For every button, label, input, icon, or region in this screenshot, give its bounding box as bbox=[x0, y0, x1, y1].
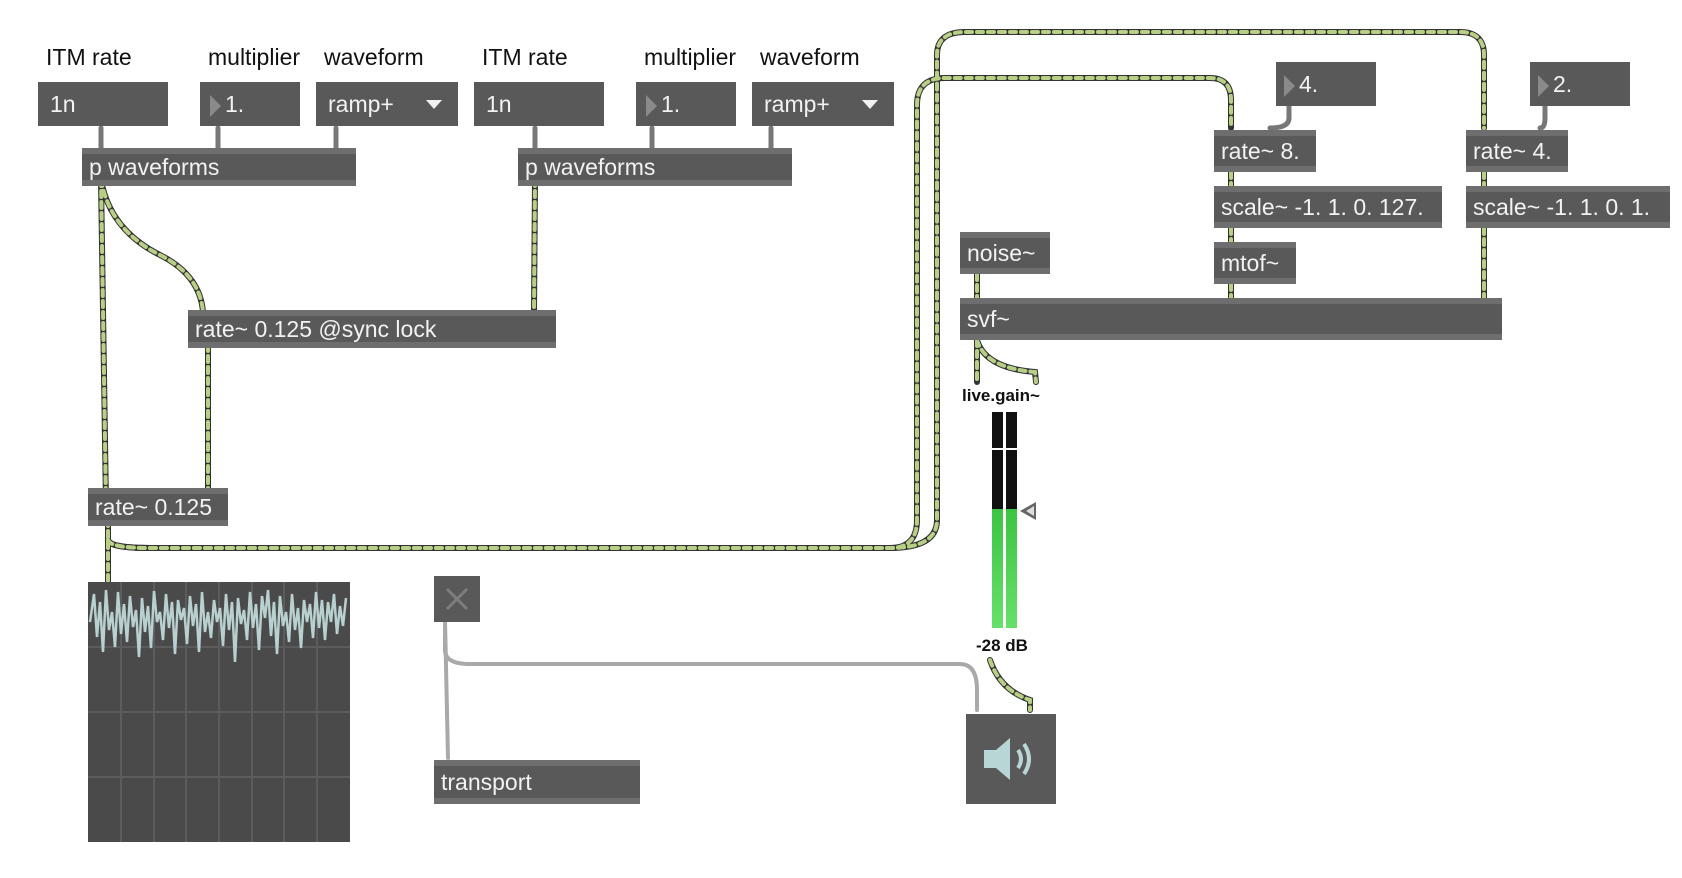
live-gain-label: live.gain~ bbox=[962, 386, 1040, 405]
rate-0125-object[interactable]: rate~ 0.125 bbox=[88, 488, 228, 526]
x-toggle-icon bbox=[445, 587, 469, 611]
rate-number-b[interactable]: 2. bbox=[1530, 62, 1630, 106]
waveform-menu-1[interactable]: ramp+ bbox=[316, 82, 458, 126]
rate-8-object[interactable]: rate~ 8. bbox=[1214, 130, 1316, 172]
multiplier-number-value-1: 1. bbox=[225, 91, 245, 117]
number-triangle-icon bbox=[646, 94, 657, 117]
itm-rate-label-1: ITM rate bbox=[46, 44, 132, 70]
meter-right-channel bbox=[1006, 412, 1017, 628]
dropdown-arrow-icon bbox=[862, 100, 878, 109]
dropdown-arrow-icon bbox=[426, 100, 442, 109]
scale-1-object[interactable]: scale~ -1. 1. 0. 1. bbox=[1466, 186, 1670, 228]
waveform-label-2: waveform bbox=[760, 44, 860, 70]
multiplier-label-1: multiplier bbox=[208, 44, 301, 70]
multiplier-number-2[interactable]: 1. bbox=[636, 82, 736, 126]
meter-right-level bbox=[1006, 509, 1017, 628]
number-triangle-icon bbox=[1538, 74, 1549, 97]
scope-grid bbox=[88, 582, 350, 842]
live-gain-meter[interactable] bbox=[992, 412, 1018, 628]
scale-127-object[interactable]: scale~ -1. 1. 0. 127. bbox=[1214, 186, 1442, 228]
p-waveforms-object-2[interactable]: p waveforms bbox=[518, 148, 792, 186]
dac-speaker-button[interactable] bbox=[966, 714, 1056, 804]
meter-left-level bbox=[992, 509, 1003, 628]
meter-left-channel bbox=[992, 412, 1003, 628]
waveform-menu-2[interactable]: ramp+ bbox=[752, 82, 894, 126]
control-cords bbox=[98, 103, 1548, 151]
scope-display[interactable] bbox=[88, 582, 350, 842]
number-triangle-icon bbox=[1284, 74, 1295, 97]
toggle-button[interactable] bbox=[434, 576, 480, 622]
multiplier-number-1[interactable]: 1. bbox=[200, 82, 300, 126]
rate-number-a-value: 4. bbox=[1299, 71, 1319, 97]
rate-message-2[interactable]: 1n bbox=[474, 82, 604, 126]
rate-sync-object[interactable]: rate~ 0.125 @sync lock bbox=[188, 310, 556, 348]
number-triangle-icon bbox=[210, 94, 221, 117]
noise-object[interactable]: noise~ bbox=[960, 232, 1050, 274]
rate-number-a[interactable]: 4. bbox=[1276, 62, 1376, 106]
mtof-object[interactable]: mtof~ bbox=[1214, 242, 1296, 284]
svf-object[interactable]: svf~ bbox=[960, 298, 1502, 340]
waveform-menu-value-1: ramp+ bbox=[328, 91, 394, 117]
rate-4-object[interactable]: rate~ 4. bbox=[1466, 130, 1568, 172]
waveform-menu-value-2: ramp+ bbox=[764, 91, 830, 117]
meter-segment-line bbox=[992, 448, 1018, 450]
speaker-icon bbox=[984, 738, 1031, 780]
waveform-label-1: waveform bbox=[324, 44, 424, 70]
rate-message-1[interactable]: 1n bbox=[38, 82, 168, 126]
gain-slider-handle-inner bbox=[1026, 506, 1034, 516]
itm-rate-label-2: ITM rate bbox=[482, 44, 568, 70]
multiplier-label-2: multiplier bbox=[644, 44, 737, 70]
gain-value-text: -28 dB bbox=[976, 636, 1028, 655]
rate-number-b-value: 2. bbox=[1553, 71, 1573, 97]
scope-canvas bbox=[88, 582, 350, 842]
scope-trace bbox=[88, 589, 348, 663]
p-waveforms-object-1[interactable]: p waveforms bbox=[82, 148, 356, 186]
multiplier-number-value-2: 1. bbox=[661, 91, 681, 117]
transport-object[interactable]: transport bbox=[434, 760, 640, 804]
